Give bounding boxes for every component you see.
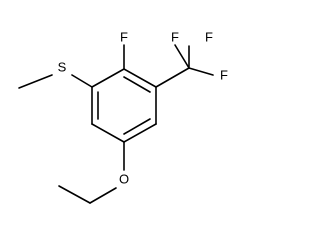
chemical-structure: S F F F F O: [18, 29, 228, 204]
bond-cf3-fluorine-left: [174, 44, 190, 69]
ring-bond-c1-c2: [123, 68, 157, 88]
atom-label-fluorine-left: F: [171, 29, 179, 44]
bond-ethyl-methyl: [58, 185, 91, 204]
atom-labels: S F F F F O: [58, 29, 228, 186]
substituent-bonds: [18, 44, 214, 204]
bond-cf3-fluorine-right: [188, 67, 214, 76]
bond-oxygen-ethyl: [89, 187, 117, 204]
ring-double-bond-c3-c4: [123, 118, 151, 135]
atom-label-fluorine-right: F: [220, 67, 228, 82]
ring-bond-c4-c5: [91, 123, 125, 143]
bond-c6-sulfur: [71, 74, 93, 88]
ring-bond-c3-c4: [123, 123, 157, 143]
bond-c2-cf3: [155, 67, 190, 88]
atom-label-fluorine-top: F: [205, 29, 213, 44]
atom-label-fluorine-ring: F: [120, 29, 128, 44]
ring-bond-c6-c1: [91, 68, 125, 88]
atom-label-sulfur: S: [58, 59, 67, 74]
ring-double-bond-c1-c2: [123, 76, 151, 93]
atom-label-oxygen: O: [119, 171, 129, 186]
ring-bonds: [91, 68, 157, 143]
bond-sulfur-methyl: [18, 74, 53, 89]
